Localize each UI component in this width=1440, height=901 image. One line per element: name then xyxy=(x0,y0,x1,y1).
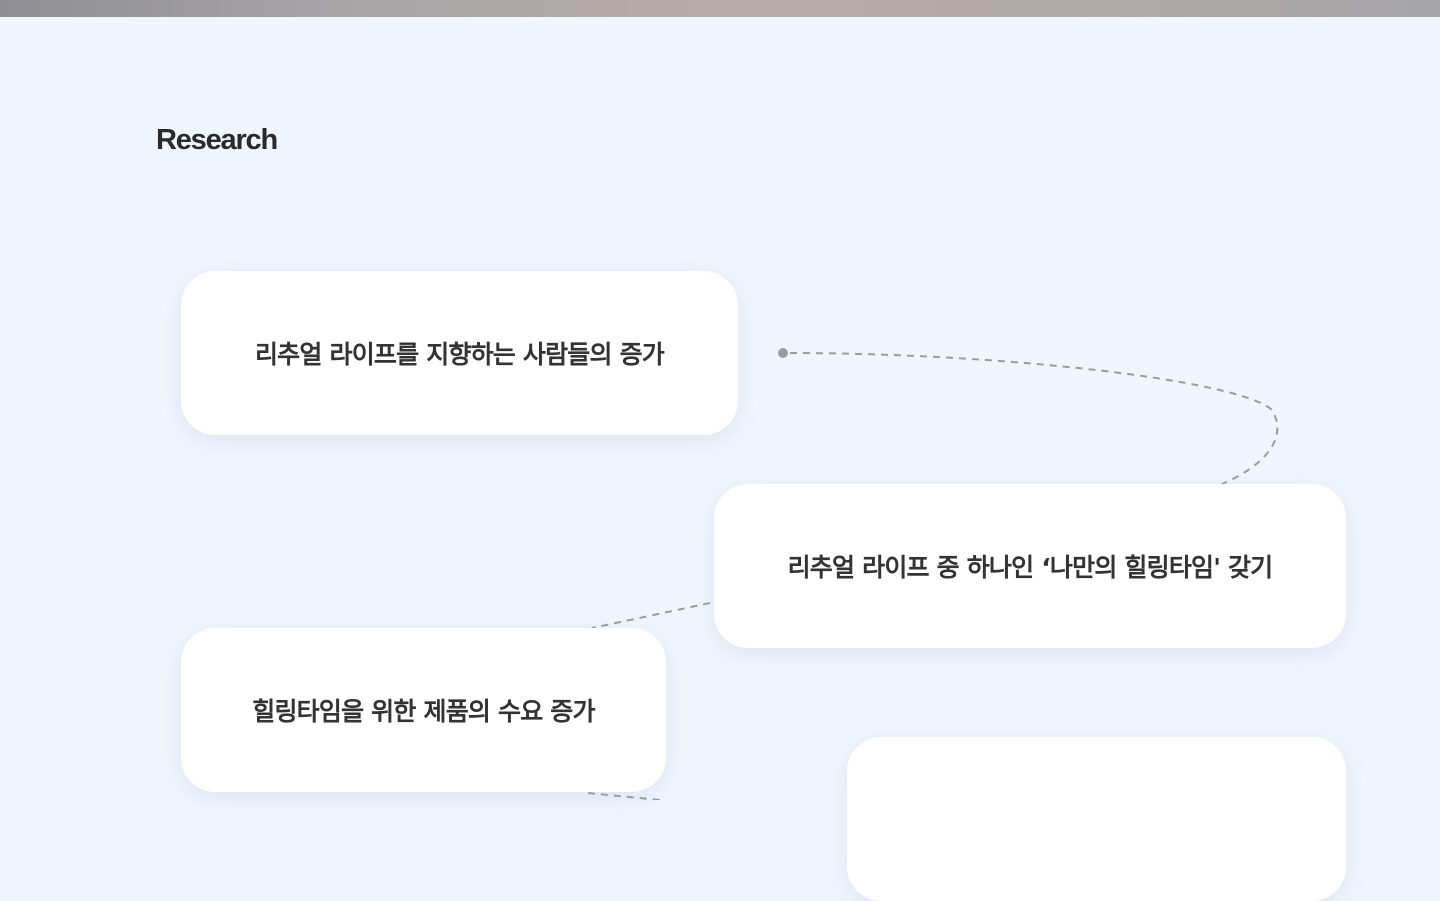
research-card-2: 리추얼 라이프 중 하나인 ‘나만의 힐링타임' 갖기 xyxy=(714,484,1346,648)
research-card-3: 힐링타임을 위한 제품의 수요 증가 xyxy=(181,628,666,792)
research-card-2-text: 리추얼 라이프 중 하나인 ‘나만의 힐링타임' 갖기 xyxy=(787,553,1274,582)
connector-1-2 xyxy=(789,352,1279,485)
hero-image-strip xyxy=(0,0,1440,17)
research-card-1-text: 리추얼 라이프를 지향하는 사람들의 증가 xyxy=(254,340,665,369)
research-card-4 xyxy=(847,737,1346,901)
section-title: Research xyxy=(156,124,278,156)
connector-2-3 xyxy=(591,602,711,629)
research-card-3-text: 힐링타임을 위한 제품의 수요 증가 xyxy=(252,697,595,726)
connector-start-dot xyxy=(778,348,788,358)
research-card-1: 리추얼 라이프를 지향하는 사람들의 증가 xyxy=(181,271,738,435)
connector-3-4 xyxy=(587,792,661,800)
